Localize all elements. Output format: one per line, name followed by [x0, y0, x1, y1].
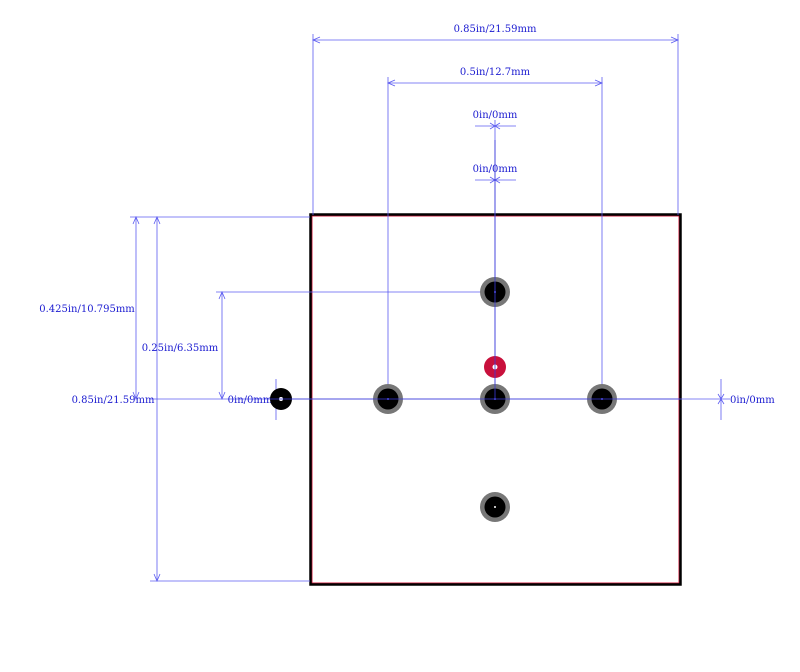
right-offset-label: 0in/0mm: [730, 395, 775, 406]
half-height-label: 0.425in/10.795mm: [39, 304, 135, 315]
pad-bottom: [480, 492, 510, 522]
pad-span-label: 0.5in/12.7mm: [460, 67, 531, 78]
overall-width-label: 0.85in/21.59mm: [454, 24, 537, 35]
dimension-right-offset: 0in/0mm: [717, 379, 775, 420]
component-outline: [309, 213, 682, 586]
overall-height-label: 0.85in/21.59mm: [72, 395, 155, 406]
component-outline-inner: [311, 215, 680, 584]
dimension-left-offset: 0in/0mm: [228, 379, 277, 420]
dimension-half-height: 0.425in/10.795mm: [39, 215, 150, 401]
dimension-top-offset-1: 0in/0mm: [473, 110, 518, 130]
dimension-overall-width: 0.85in/21.59mm: [311, 24, 680, 215]
quarter-height-label: 0.25in/6.35mm: [142, 343, 219, 354]
dimension-quarter-height: 0.25in/6.35mm: [142, 290, 495, 401]
dimension-pad-span: 0.5in/12.7mm: [386, 67, 604, 399]
top-offset-1-label: 0in/0mm: [473, 110, 518, 121]
left-offset-label: 0in/0mm: [228, 395, 273, 406]
dimension-overall-height: 0.85in/21.59mm: [72, 215, 310, 583]
